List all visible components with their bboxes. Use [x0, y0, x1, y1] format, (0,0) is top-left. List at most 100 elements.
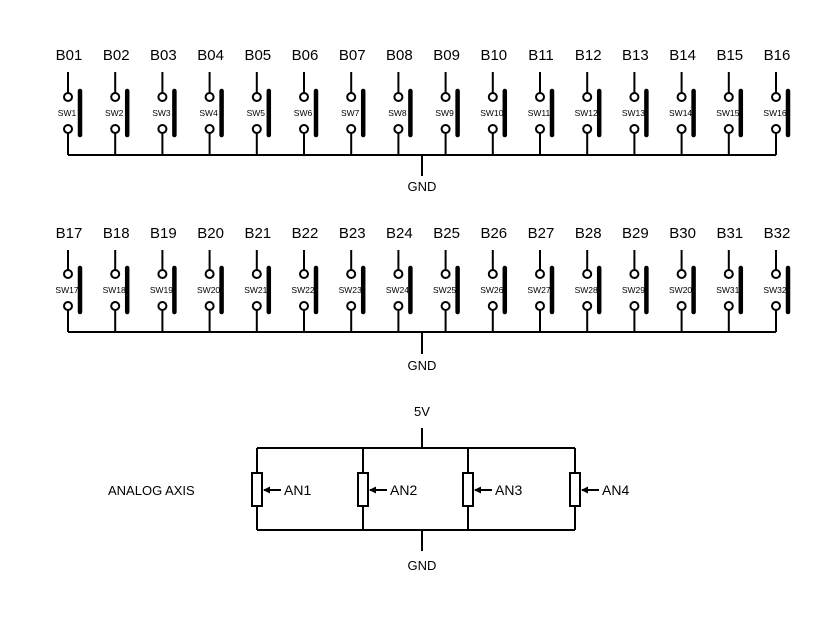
- switch-terminal-bottom: [346, 301, 357, 311]
- switch-terminal-bottom: [535, 301, 545, 311]
- button-row-2: B17SW17B18SW18B19SW19B20SW20B21SW21B22SW…: [55, 225, 790, 373]
- switch-label: SW24: [386, 285, 409, 295]
- switch-terminal-top: [346, 269, 357, 279]
- switch-label: SW5: [247, 108, 266, 118]
- switch-terminal-bottom: [629, 124, 640, 134]
- switch-terminal-bottom: [110, 124, 121, 134]
- switch-label: SW14: [669, 108, 692, 118]
- pot-label: AN3: [495, 482, 522, 498]
- button-label: B29: [622, 225, 649, 242]
- switch-label: SW11: [528, 108, 551, 118]
- switch-terminal-bottom: [487, 124, 498, 134]
- button-row-1: B01SW1B02SW2B03SW3B04SW4B05SW5B06SW6B07S…: [56, 47, 791, 194]
- switch-terminal-top: [440, 92, 451, 102]
- button-label: B13: [622, 47, 649, 64]
- button-label: B16: [764, 47, 791, 64]
- button-label: B30: [669, 225, 696, 242]
- switch-label: SW4: [199, 108, 218, 118]
- switch-terminal-bottom: [204, 124, 215, 134]
- switch-terminal-top: [393, 269, 404, 279]
- switch-label: SW6: [294, 108, 313, 118]
- switch-label: SW17: [55, 285, 78, 295]
- wiper-arrow-icon: [263, 486, 270, 494]
- switch-terminal-top: [63, 92, 73, 102]
- button-label: B21: [244, 225, 271, 242]
- button-label: B08: [386, 47, 413, 64]
- button-label: B26: [480, 225, 507, 242]
- switch-label: SW29: [622, 285, 645, 295]
- switch-label: SW32: [763, 285, 786, 295]
- button-label: B05: [244, 47, 271, 64]
- switch-terminal-top: [676, 269, 687, 279]
- switch-terminal-top: [487, 269, 498, 279]
- switch-terminal-top: [157, 269, 168, 279]
- switch-label: SW25: [433, 285, 456, 295]
- button-label: B15: [716, 47, 743, 64]
- switch-terminal-top: [346, 92, 357, 102]
- switch-label: SW10: [480, 108, 503, 118]
- switch-label: SW9: [435, 108, 454, 118]
- switch-terminal-bottom: [63, 124, 73, 134]
- switch-label: SW12: [575, 108, 598, 118]
- switch-terminal-bottom: [393, 301, 404, 311]
- button-label: B06: [292, 47, 319, 64]
- button-label: B17: [56, 225, 83, 242]
- switch-terminal-top: [299, 92, 309, 102]
- button-label: B28: [575, 225, 602, 242]
- resistor-body: [357, 472, 369, 507]
- switch-terminal-top: [723, 269, 734, 279]
- switch-terminal-top: [110, 92, 121, 102]
- switch-terminal-bottom: [771, 124, 781, 134]
- pot-label: AN4: [602, 482, 629, 498]
- button-label: B09: [433, 47, 460, 64]
- switch-label: SW20: [197, 285, 220, 295]
- switch-terminal-bottom: [723, 301, 734, 311]
- switch-terminal-bottom: [487, 301, 498, 311]
- switch-terminal-top: [723, 92, 734, 102]
- button-label: B14: [669, 47, 696, 64]
- resistor-body: [251, 472, 263, 507]
- switch-label: SW23: [339, 285, 362, 295]
- switch-terminal-bottom: [582, 124, 593, 134]
- switch-terminal-top: [251, 92, 262, 102]
- switch-label: SW26: [480, 285, 503, 295]
- button-label: B20: [197, 225, 224, 242]
- button-label: B02: [103, 47, 130, 64]
- switch-terminal-top: [63, 269, 73, 279]
- potentiometer: AN1: [251, 448, 311, 530]
- button-label: B27: [528, 225, 555, 242]
- switch-terminal-top: [582, 269, 593, 279]
- switch-terminal-top: [299, 269, 309, 279]
- switch-label: SW31: [716, 285, 739, 295]
- button-label: B25: [433, 225, 460, 242]
- button-label: B01: [56, 47, 83, 64]
- switch-label: SW20: [669, 285, 692, 295]
- switch-label: SW27: [527, 285, 550, 295]
- switch-terminal-bottom: [110, 301, 121, 311]
- wiper-arrow-icon: [474, 486, 481, 494]
- switch-label: SW19: [150, 285, 173, 295]
- button-label: B22: [292, 225, 319, 242]
- analog-ground-label: GND: [408, 558, 437, 573]
